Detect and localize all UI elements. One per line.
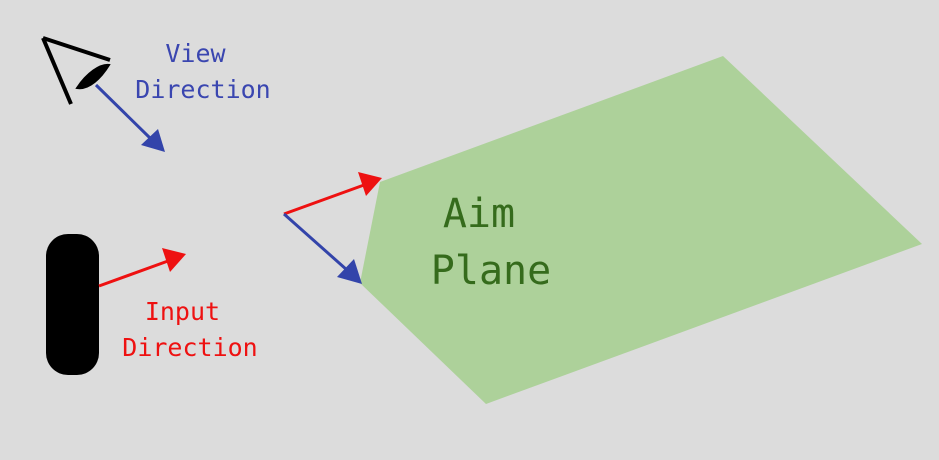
aim-plane <box>360 56 922 404</box>
view-direction-arrow <box>94 83 165 152</box>
eye-icon <box>41 36 111 105</box>
view-direction-label: View Direction <box>135 39 270 104</box>
input-direction-label: Input Direction <box>122 297 257 362</box>
aim-plane-blue-arrow <box>283 212 362 284</box>
input-direction-arrow <box>98 248 186 288</box>
input-body-shape <box>46 234 99 375</box>
aim-plane-red-arrow <box>283 172 382 216</box>
aim-plane-label: Aim Plane <box>431 191 551 294</box>
